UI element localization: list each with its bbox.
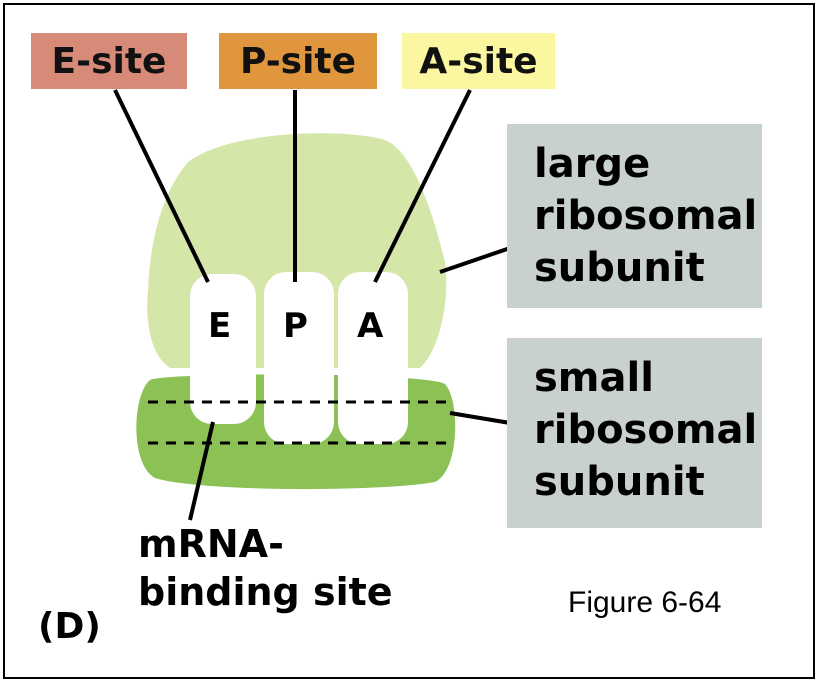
mrna-label: mRNA- binding site xyxy=(138,520,393,616)
a-slot-letter: A xyxy=(357,306,384,346)
figure-label: Figure 6-64 xyxy=(568,586,722,619)
large-subunit-leader xyxy=(439,246,511,274)
small-subunit-line-2: ribosomal xyxy=(534,407,758,453)
large-subunit-line-1: large xyxy=(534,141,651,187)
small-subunit-label: small ribosomal subunit xyxy=(534,352,757,508)
small-subunit-leader xyxy=(449,411,511,425)
e-slot-letter: E xyxy=(208,306,232,346)
a-slot xyxy=(338,272,408,444)
panel-label: (D) xyxy=(38,606,101,647)
e-slot xyxy=(190,274,256,424)
large-subunit-line-3: subunit xyxy=(534,245,705,291)
e-site-leader xyxy=(113,89,210,283)
p-site-label: P-site xyxy=(219,33,377,89)
small-subunit-line-3: subunit xyxy=(534,459,705,505)
e-site-text: E-site xyxy=(51,40,167,82)
a-site-leader xyxy=(373,89,472,283)
figure-frame xyxy=(3,3,815,679)
mrna-label-line-2: binding site xyxy=(138,570,393,614)
mrna-leader xyxy=(188,421,215,521)
small-subunit-box xyxy=(507,338,762,528)
p-slot xyxy=(264,272,334,444)
large-subunit-line-2: ribosomal xyxy=(534,193,758,239)
p-slot-letter: P xyxy=(283,306,308,346)
mrna-label-line-1: mRNA- xyxy=(138,522,284,566)
p-site-text: P-site xyxy=(239,40,357,82)
large-subunit-label: large ribosomal subunit xyxy=(534,138,757,294)
e-site-label: E-site xyxy=(31,33,187,89)
a-site-text: A-site xyxy=(419,40,538,82)
small-subunit-line-1: small xyxy=(534,355,654,401)
large-subunit-box xyxy=(507,124,762,308)
a-site-label: A-site xyxy=(402,33,555,89)
